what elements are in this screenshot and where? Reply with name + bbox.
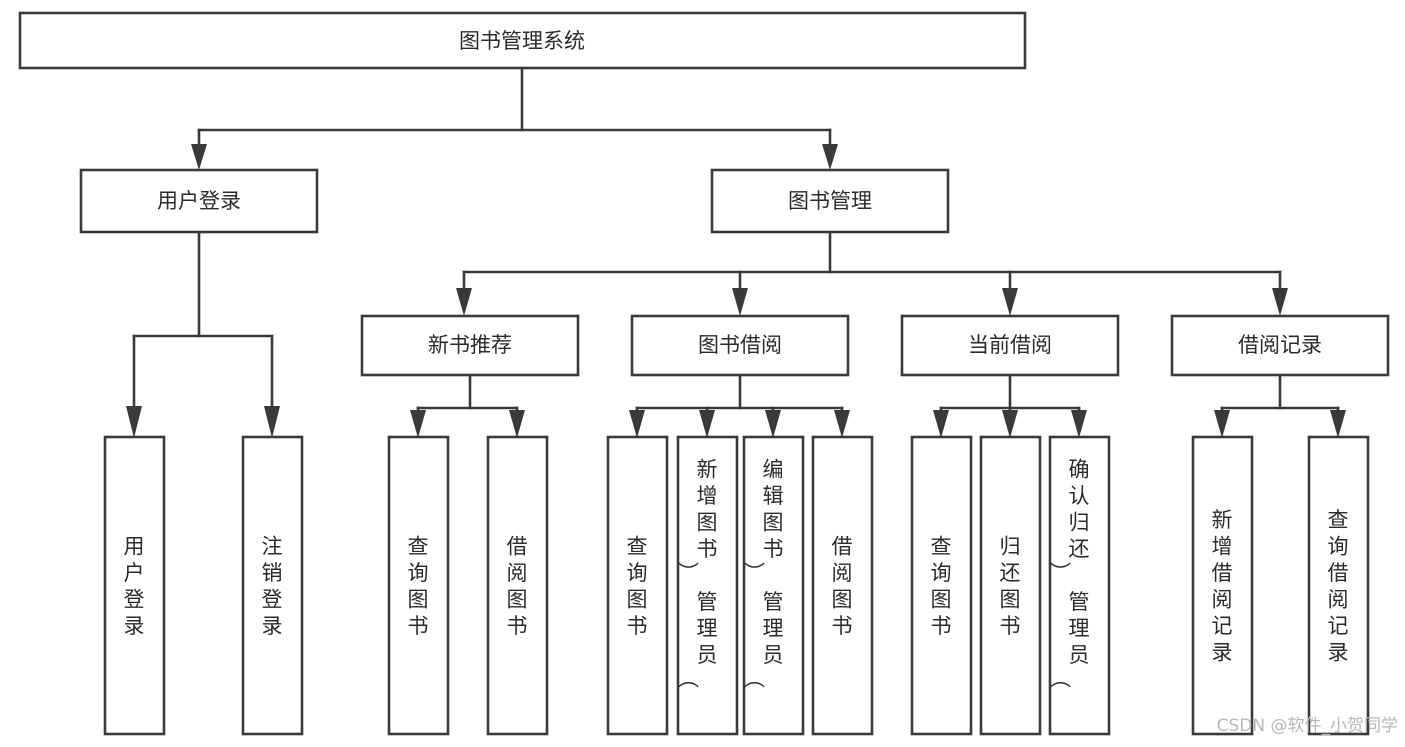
node-leaf-confirm-return-admin[interactable]: 确认归还（管理员） [1048, 435, 1111, 736]
node-root-box[interactable] [18, 11, 1027, 70]
node-leaf-confirm-return-admin-label: 确认归还（管理员） [1050, 457, 1090, 688]
arrowhead-leaf-user-login [126, 406, 142, 438]
node-user-login-box[interactable] [79, 168, 319, 234]
arrowhead-leaf-borrow-book-1 [509, 410, 525, 438]
node-leaf-borrow-book-2[interactable]: 借阅图书 [811, 435, 874, 736]
node-leaf-return-book-box[interactable] [979, 435, 1042, 736]
node-new-book-recommend-box[interactable] [360, 314, 580, 377]
node-leaf-user-login-label: 用户登录 [124, 535, 145, 639]
node-leaf-add-borrow-record-box[interactable] [1191, 435, 1254, 736]
node-leaf-query-book-2[interactable]: 查询图书 [606, 435, 669, 736]
arrowhead-current-borrow [1002, 288, 1018, 316]
node-leaf-borrow-book-1-label: 借阅图书 [507, 535, 528, 639]
arrowhead-book-borrow [732, 288, 748, 316]
node-leaf-query-book-1-label: 查询图书 [408, 535, 429, 639]
node-new-book-recommend-label: 新书推荐 [428, 333, 512, 357]
node-current-borrow[interactable]: 当前借阅 [900, 314, 1120, 377]
node-leaf-query-book-1[interactable]: 查询图书 [387, 435, 450, 736]
node-leaf-query-book-2-label: 查询图书 [627, 535, 648, 639]
node-borrow-record[interactable]: 借阅记录 [1170, 314, 1390, 377]
arrowhead-leaf-query-book-3 [933, 410, 949, 438]
arrowhead-leaf-add-borrow-record [1214, 410, 1230, 438]
node-borrow-record-box[interactable] [1170, 314, 1390, 377]
node-leaf-query-book-1-box[interactable] [387, 435, 450, 736]
node-leaf-add-book-admin-label: 新增图书（管理员） [678, 457, 718, 688]
node-book-borrow[interactable]: 图书借阅 [630, 314, 850, 377]
node-leaf-edit-book-admin-label: 编辑图书（管理员） [744, 457, 784, 688]
node-leaf-user-login[interactable]: 用户登录 [103, 435, 166, 736]
arrowhead-new-book-recommend [456, 288, 472, 316]
node-leaf-return-book[interactable]: 归还图书 [979, 435, 1042, 736]
node-book-borrow-label: 图书借阅 [698, 333, 782, 357]
arrowhead-leaf-return-book [1002, 410, 1018, 438]
node-user-login[interactable]: 用户登录 [79, 168, 319, 234]
arrowhead-book-manage [822, 144, 838, 170]
arrowhead-leaf-logout-login [264, 406, 280, 438]
node-leaf-add-borrow-record-label: 新增借阅记录 [1212, 508, 1233, 665]
node-user-login-label: 用户登录 [157, 189, 241, 213]
arrowhead-leaf-add-book-admin [699, 410, 715, 438]
node-leaf-borrow-book-1[interactable]: 借阅图书 [486, 435, 549, 736]
node-root-label: 图书管理系统 [459, 29, 585, 53]
arrowhead-user-login [191, 144, 207, 170]
node-book-borrow-box[interactable] [630, 314, 850, 377]
node-leaf-logout-login[interactable]: 注销登录 [241, 435, 304, 736]
node-current-borrow-box[interactable] [900, 314, 1120, 377]
arrowhead-leaf-query-borrow-record [1330, 410, 1346, 438]
node-leaf-logout-login-box[interactable] [241, 435, 304, 736]
arrowhead-leaf-borrow-book-2 [834, 410, 850, 438]
arrowhead-leaf-query-book-1 [410, 410, 426, 438]
node-leaf-query-book-3[interactable]: 查询图书 [910, 435, 973, 736]
node-leaf-query-book-3-box[interactable] [910, 435, 973, 736]
node-leaf-user-login-box[interactable] [103, 435, 166, 736]
node-leaf-borrow-book-2-box[interactable] [811, 435, 874, 736]
arrowhead-leaf-edit-book-admin [765, 410, 781, 438]
node-leaf-logout-login-label: 注销登录 [262, 535, 283, 639]
watermark-label: CSDN @软件_小贺同学 [1217, 716, 1398, 736]
arrowhead-leaf-confirm-return-admin [1071, 410, 1087, 438]
node-leaf-edit-book-admin[interactable]: 编辑图书（管理员） [742, 435, 805, 736]
node-leaf-return-book-label: 归还图书 [1000, 535, 1021, 639]
node-borrow-record-label: 借阅记录 [1238, 333, 1322, 357]
node-leaf-add-book-admin[interactable]: 新增图书（管理员） [676, 435, 739, 736]
node-book-manage-box[interactable] [710, 168, 950, 234]
node-leaf-query-borrow-record-box[interactable] [1307, 435, 1370, 736]
node-leaf-confirm-return-admin-box[interactable] [1048, 435, 1111, 736]
node-new-book-recommend[interactable]: 新书推荐 [360, 314, 580, 377]
node-leaf-borrow-book-2-label: 借阅图书 [832, 535, 853, 639]
node-book-manage[interactable]: 图书管理 [710, 168, 950, 234]
node-root[interactable]: 图书管理系统 [18, 11, 1027, 70]
node-leaf-query-book-3-label: 查询图书 [931, 535, 952, 639]
arrowhead-leaf-query-book-2 [629, 410, 645, 438]
node-leaf-query-borrow-record-label: 查询借阅记录 [1328, 508, 1349, 665]
node-leaf-add-book-admin-box[interactable] [676, 435, 739, 736]
edges-layer [126, 66, 1346, 438]
arrowhead-borrow-record [1272, 288, 1288, 316]
node-leaf-query-book-2-box[interactable] [606, 435, 669, 736]
node-leaf-borrow-book-1-box[interactable] [486, 435, 549, 736]
node-leaf-add-borrow-record[interactable]: 新增借阅记录 [1191, 435, 1254, 736]
node-leaf-edit-book-admin-box[interactable] [742, 435, 805, 736]
node-leaf-query-borrow-record[interactable]: 查询借阅记录 [1307, 435, 1370, 736]
node-current-borrow-label: 当前借阅 [968, 333, 1052, 357]
node-book-manage-label: 图书管理 [788, 189, 872, 213]
